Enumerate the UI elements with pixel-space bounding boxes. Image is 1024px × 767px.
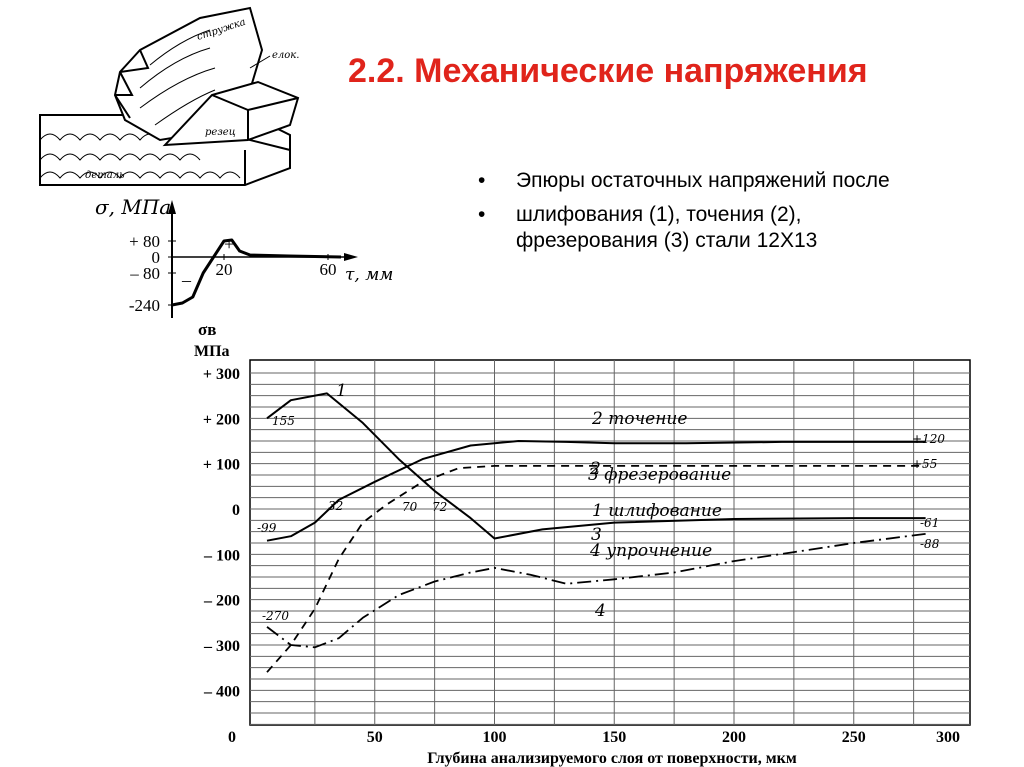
y-tick-label: – 80 — [129, 264, 160, 283]
y-axis-title: σв — [198, 320, 216, 339]
x-tick-label: 0 — [228, 729, 236, 746]
x-tick-label: 50 — [367, 729, 383, 746]
data-label: 32 — [328, 499, 343, 513]
slide-title: 2.2. Механические напряжения — [348, 52, 868, 90]
x-tick-label: 200 — [722, 729, 746, 746]
cutting-illustration: стружка елок. резец деталь — [39, 6, 299, 186]
bullet-dot-icon: • — [478, 203, 486, 226]
data-label: 72 — [432, 500, 447, 514]
series-name-label: 3 фрезерование — [588, 465, 731, 485]
y-tick-label: – 300 — [203, 638, 240, 655]
series-name-label: 2 точение — [591, 409, 687, 429]
y-tick-label: 0 — [152, 248, 161, 267]
y-tick-label: – 100 — [203, 547, 240, 564]
label-elok: елок. — [272, 50, 299, 61]
x-tick-label: 150 — [602, 729, 626, 746]
series-line-2 — [266, 440, 926, 542]
y-axis-unit: МПа — [194, 343, 230, 360]
label-workpiece: деталь — [85, 170, 125, 181]
y-tick-label: 0 — [232, 502, 240, 519]
data-label: -270 — [262, 609, 289, 623]
y-tick-label: + 100 — [203, 457, 240, 474]
series-number-label: 4 — [594, 601, 606, 621]
x-axis-arrow-icon — [344, 253, 358, 261]
y-axis-title: σ, МПа — [95, 195, 171, 219]
y-tick-label: – 200 — [203, 593, 240, 610]
y-tick-label: -240 — [129, 296, 160, 315]
x-tick-label: 100 — [483, 729, 507, 746]
series-name-label: 1 шлифование — [592, 501, 722, 521]
y-axis-arrow-icon — [168, 200, 176, 214]
data-label: -88 — [920, 537, 940, 551]
stress-curve — [171, 238, 342, 307]
annotation-minus: – — [181, 270, 192, 290]
workpiece-pattern — [39, 133, 241, 179]
label-tool: резец — [205, 127, 236, 138]
x-axis-title: τ, мм — [345, 265, 393, 285]
y-tick-label: + 80 — [129, 232, 160, 251]
data-label: 70 — [402, 500, 418, 514]
annotation-plus: + — [224, 234, 234, 254]
series-number-label: 3 — [591, 525, 602, 545]
series-line-3 — [266, 464, 926, 673]
bullet-list: • Эпюры остаточных напряжений после • шл… — [478, 168, 938, 262]
x-axis-title: Глубина анализируемого слоя от поверхнос… — [427, 750, 797, 767]
x-tick-label: 20 — [216, 260, 233, 279]
y-tick-label: – 400 — [203, 683, 240, 700]
data-label: +55 — [912, 457, 937, 471]
data-label: -61 — [920, 516, 939, 530]
data-label: -99 — [257, 521, 277, 535]
series-line-1 — [266, 392, 926, 540]
series-number-label: 2 — [589, 459, 601, 479]
bullet-item-1: • Эпюры остаточных напряжений после — [478, 168, 938, 194]
data-label: 155 — [272, 414, 295, 428]
y-tick-label: + 300 — [203, 366, 240, 383]
bullet-text-1: Эпюры остаточных напряжений после — [516, 169, 890, 192]
x-tick-label: 300 — [936, 729, 960, 746]
bullet-item-2: • шлифования (1), точения (2), фрезерова… — [478, 202, 938, 254]
grid-lines — [250, 360, 970, 725]
series-line-4 — [266, 533, 926, 649]
x-tick-label: 60 — [320, 260, 337, 279]
series-number-label: 1 — [336, 381, 347, 401]
data-label: +120 — [912, 432, 945, 446]
y-tick-label: + 200 — [203, 411, 240, 428]
bullet-dot-icon: • — [478, 169, 486, 192]
series-name-label: 4 упрочнение — [589, 541, 712, 561]
bullet-text-2: шлифования (1), точения (2), фрезеровани… — [516, 203, 818, 252]
x-tick-label: 250 — [842, 729, 866, 746]
